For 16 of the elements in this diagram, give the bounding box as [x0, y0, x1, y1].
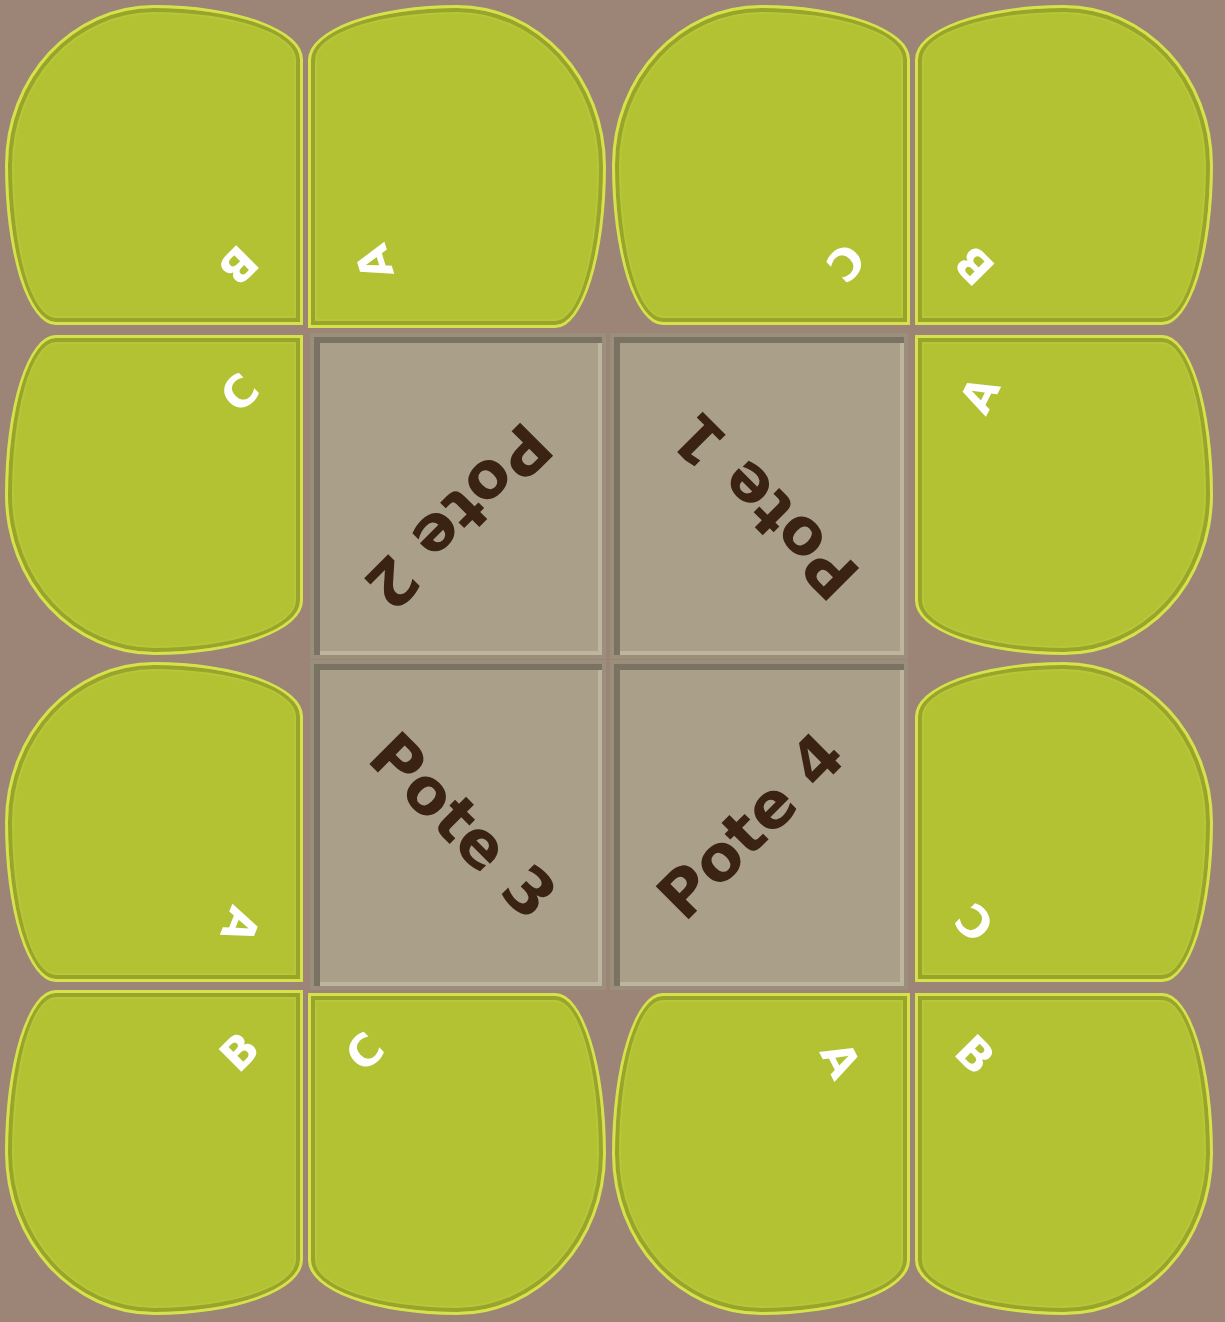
square-tile [310, 660, 606, 990]
tile-letter: C [818, 235, 873, 289]
tile-letter: B [210, 237, 266, 293]
square-tile [310, 333, 606, 659]
tile-letter: B [947, 1027, 1003, 1083]
tile-letter: A [213, 900, 267, 950]
tile-letter: B [947, 237, 1003, 293]
tile-letter: A [812, 1034, 868, 1086]
square-tile [610, 660, 908, 990]
tile-letter: B [212, 1024, 268, 1080]
tile-letter: C [213, 366, 268, 420]
square-tile [610, 333, 908, 659]
tile-letter: A [349, 239, 402, 285]
tile-letter: C [948, 895, 1003, 949]
tile-letter: A [952, 369, 1008, 421]
tile-letter: C [338, 1025, 393, 1079]
